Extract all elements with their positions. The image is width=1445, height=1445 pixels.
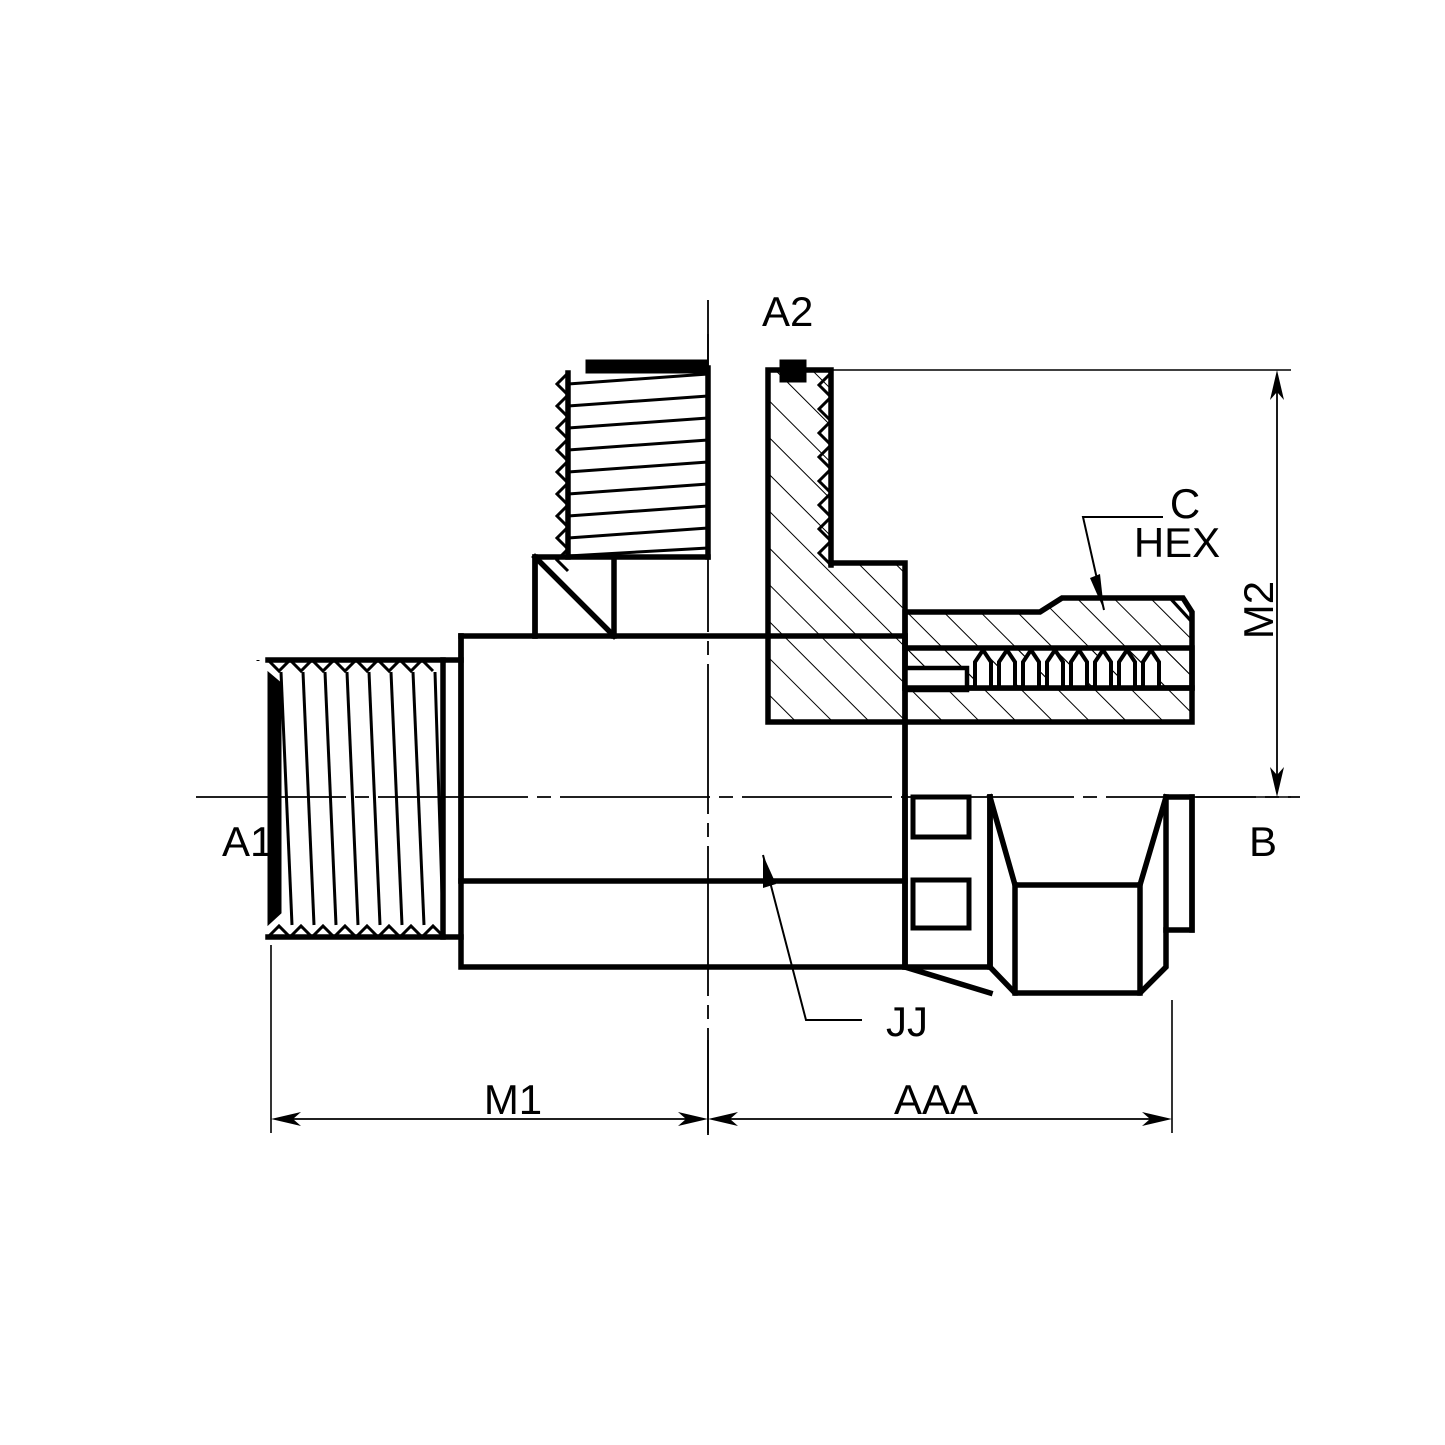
swivel-nut-section [902, 595, 1195, 693]
a1-male-thread [256, 657, 446, 940]
c-hex-leader [1081, 516, 1163, 611]
dimension-m1 [270, 945, 709, 1133]
dimension-aaa [708, 1000, 1173, 1133]
jj-leader [762, 854, 862, 1021]
label-dim-aaa: AAA [894, 1076, 978, 1123]
label-jj: JJ [886, 998, 928, 1045]
label-hex-c: C [1170, 480, 1200, 527]
label-port-b: B [1249, 818, 1277, 865]
label-port-a2: A2 [762, 288, 813, 335]
label-hex-word: HEX [1134, 519, 1220, 566]
label-dim-m1: M1 [484, 1076, 542, 1123]
label-dim-m2: M2 [1235, 581, 1282, 639]
label-port-a1: A1 [222, 818, 273, 865]
dimension-m2 [810, 369, 1291, 798]
